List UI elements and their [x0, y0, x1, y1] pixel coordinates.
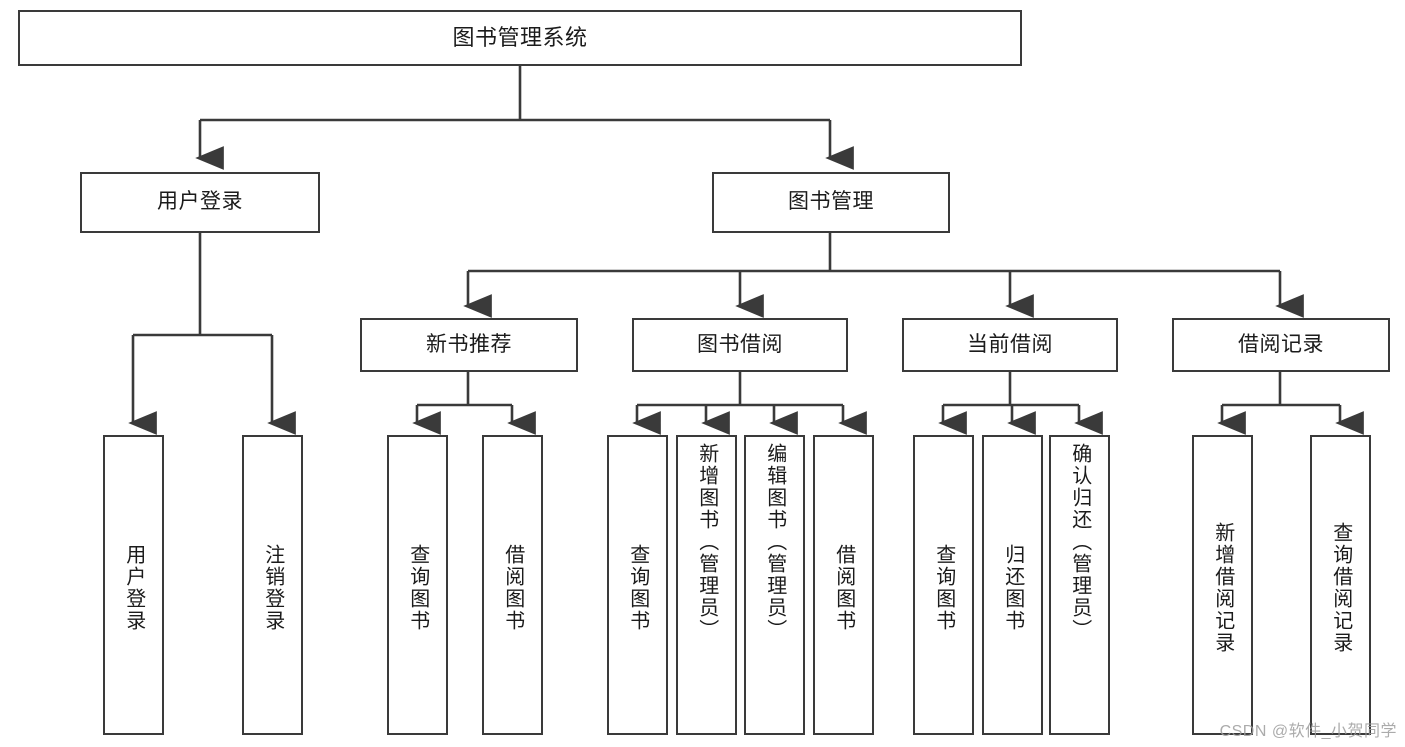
node-label: 借阅图书	[501, 544, 524, 632]
node-label: 新增借阅记录	[1211, 522, 1234, 654]
node-new-book-rec[interactable]: 新书推荐	[360, 318, 578, 372]
node-label: 查询图书	[626, 544, 649, 632]
node-label: 借阅记录	[1238, 332, 1324, 356]
node-label: 图书管理系统	[452, 25, 588, 51]
leaf-query-book-borrow[interactable]: 查询图书	[607, 435, 668, 735]
node-label: 图书借阅	[697, 332, 783, 356]
node-label: 查询图书	[406, 544, 429, 632]
node-book-borrow[interactable]: 图书借阅	[632, 318, 848, 372]
leaf-edit-book-admin[interactable]: 编辑图书（管理员）	[744, 435, 805, 735]
node-label: 借阅图书	[832, 544, 855, 632]
node-borrow-record[interactable]: 借阅记录	[1172, 318, 1390, 372]
node-label: 确认归还（管理员）	[1068, 443, 1091, 641]
node-label: 查询借阅记录	[1329, 522, 1352, 654]
leaf-logout[interactable]: 注销登录	[242, 435, 303, 735]
node-label: 用户登录	[157, 190, 243, 214]
watermark-text: CSDN @软件_小贺同学	[1219, 723, 1397, 740]
node-label: 编辑图书（管理员）	[763, 443, 786, 641]
leaf-return-book[interactable]: 归还图书	[982, 435, 1043, 735]
node-user-login[interactable]: 用户登录	[80, 172, 320, 233]
leaf-user-login[interactable]: 用户登录	[103, 435, 164, 735]
node-current-borrow[interactable]: 当前借阅	[902, 318, 1118, 372]
node-label: 用户登录	[122, 544, 145, 632]
leaf-borrow-book-borrow[interactable]: 借阅图书	[813, 435, 874, 735]
node-label: 图书管理	[788, 190, 874, 214]
node-label: 注销登录	[261, 544, 284, 632]
node-label: 当前借阅	[967, 332, 1053, 356]
leaf-borrow-book-recommend[interactable]: 借阅图书	[482, 435, 543, 735]
leaf-query-book-current[interactable]: 查询图书	[913, 435, 974, 735]
leaf-add-book-admin[interactable]: 新增图书（管理员）	[676, 435, 737, 735]
node-label: 归还图书	[1001, 544, 1024, 632]
leaf-confirm-return-admin[interactable]: 确认归还（管理员）	[1049, 435, 1110, 735]
leaf-query-borrow-record[interactable]: 查询借阅记录	[1310, 435, 1371, 735]
node-book-manage[interactable]: 图书管理	[712, 172, 950, 233]
node-label: 新书推荐	[426, 332, 512, 356]
node-root-system[interactable]: 图书管理系统	[18, 10, 1022, 66]
node-label: 查询图书	[932, 544, 955, 632]
leaf-query-book-recommend[interactable]: 查询图书	[387, 435, 448, 735]
leaf-add-borrow-record[interactable]: 新增借阅记录	[1192, 435, 1253, 735]
node-label: 新增图书（管理员）	[695, 443, 718, 641]
